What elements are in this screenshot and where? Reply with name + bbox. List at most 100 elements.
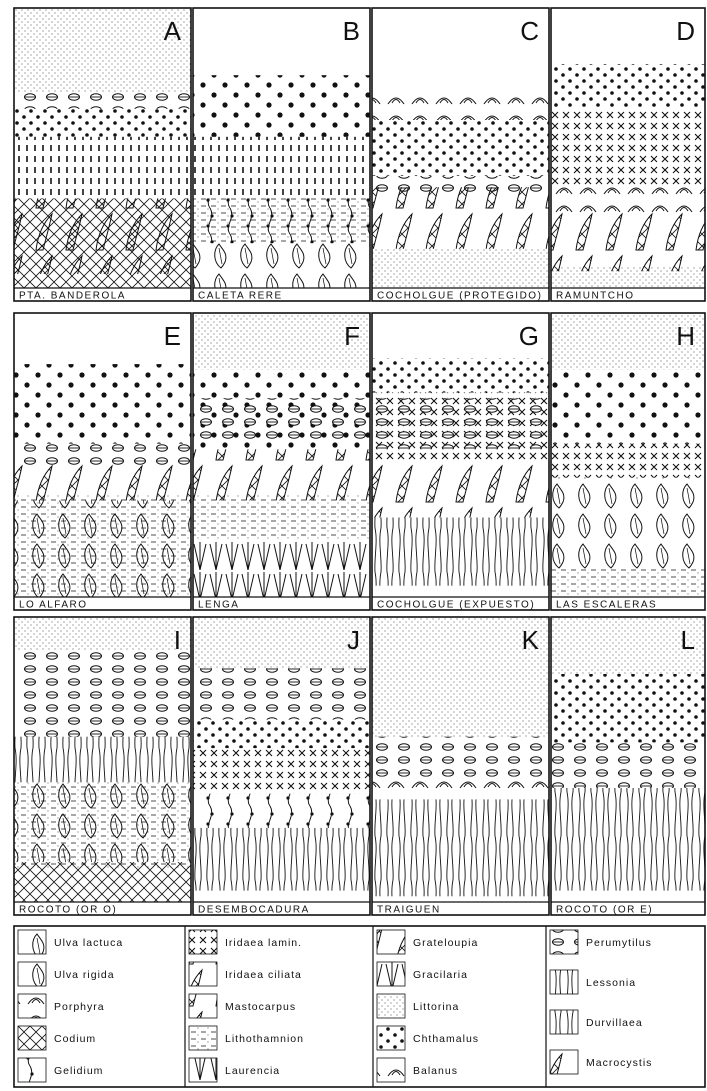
- legend-item: Gracilaria: [377, 962, 468, 986]
- legend-label: Perumytilus: [586, 937, 652, 949]
- perumytilus-icon: [550, 930, 578, 954]
- iridaea-ciliata-icon: [189, 962, 217, 986]
- littorina-icon: [377, 994, 405, 1018]
- legend-label: Ulva lactuca: [54, 937, 123, 949]
- zone-band: [372, 358, 549, 392]
- zone-band: [372, 120, 549, 176]
- legend-label: Mastocarpus: [225, 1001, 296, 1013]
- legend-label: Iridaea lamin.: [225, 937, 302, 949]
- legend-label: Gracilaria: [413, 969, 468, 981]
- panel-d: D RAMUNTCHO: [551, 8, 705, 302]
- zone-band: [14, 862, 191, 902]
- panel-k: K TRAIGUEN: [372, 617, 549, 916]
- zone-band: [14, 651, 191, 737]
- zone-band: [372, 187, 549, 249]
- zone-band: [14, 617, 191, 651]
- zone-band: [193, 495, 370, 540]
- panels-group: A PTA. BANDEROLA B CALETA RERE C COCHOLGUE (P…: [14, 8, 705, 916]
- zone-band: [14, 137, 191, 199]
- legend-item: Iridaea lamin.: [189, 930, 302, 954]
- site-label: DESEMBOCADURA: [198, 905, 310, 916]
- lessonia-icon: [550, 970, 578, 994]
- legend-item: Iridaea ciliata: [189, 962, 302, 986]
- panel-letter: D: [676, 16, 695, 46]
- panel-b: B CALETA RERE: [193, 8, 370, 302]
- panel-letter: H: [676, 321, 695, 351]
- panel-e: E LO ALFARO: [14, 313, 191, 611]
- codium-icon: [18, 1026, 46, 1050]
- panel-letter: I: [174, 625, 181, 655]
- zone-band: [14, 500, 191, 597]
- zone-band: [193, 828, 370, 891]
- legend-item: Ulva lactuca: [18, 930, 123, 954]
- legend-item: Littorina: [377, 994, 459, 1018]
- legend-label: Durvillaea: [586, 1017, 643, 1029]
- panel-letter: J: [347, 625, 360, 655]
- panel-l: LROCOTO (OR E): [551, 617, 705, 916]
- legend-label: Ulva rigida: [54, 969, 115, 981]
- durvillaea-icon: [550, 1010, 578, 1034]
- panel-letter: K: [522, 625, 540, 655]
- site-label: ROCOTO (OR O): [19, 905, 117, 916]
- legend-label: Balanus: [413, 1065, 458, 1077]
- panel-a: A PTA. BANDEROLA: [14, 8, 191, 302]
- zone-band: [551, 444, 705, 478]
- zone-band: [372, 461, 549, 518]
- site-label: ROCOTO (OR E): [556, 905, 653, 916]
- zone-band: [551, 370, 705, 444]
- zone-band: [193, 75, 370, 137]
- zone-band: [193, 137, 370, 199]
- panel-letter: G: [519, 321, 539, 351]
- legend-item: Lessonia: [550, 970, 636, 994]
- zone-band: [372, 92, 549, 120]
- site-label: RAMUNTCHO: [556, 291, 635, 302]
- site-label: COCHOLGUE (EXPUESTO): [377, 600, 535, 611]
- zone-band: [193, 794, 370, 828]
- porphyra-icon: [18, 994, 46, 1018]
- legend-item: Porphyra: [18, 994, 105, 1018]
- legend-label: Lithothamnion: [225, 1033, 304, 1045]
- panel-letter: E: [164, 321, 181, 351]
- iridaea-lamin-icon: [189, 930, 217, 954]
- zone-band: [372, 799, 549, 896]
- zone-band: [193, 540, 370, 597]
- zone-band: [372, 518, 549, 586]
- mastocarpus-icon: [189, 994, 217, 1018]
- legend-label: Laurencia: [225, 1065, 280, 1077]
- laurencia-icon: [189, 1058, 217, 1082]
- legend-item: Ulva rigida: [18, 962, 115, 986]
- lithothamnion-icon: [189, 1026, 217, 1050]
- zone-band: [193, 748, 370, 794]
- site-label: COCHOLGUE (PROTEGIDO): [377, 291, 542, 302]
- ulva-rigida-icon: [18, 962, 46, 986]
- chthamalus-icon: [377, 1026, 405, 1050]
- zone-band: [551, 210, 705, 272]
- legend-item: Macrocystis: [550, 1050, 652, 1074]
- legend-label: Lessonia: [586, 977, 636, 989]
- panel-letter: A: [164, 16, 182, 46]
- legend-label: Codium: [54, 1033, 96, 1045]
- legend-label: Gelidium: [54, 1065, 103, 1077]
- zone-band: [14, 109, 191, 137]
- legend-label: Chthamalus: [413, 1033, 479, 1045]
- zone-band: [14, 92, 191, 109]
- site-label: TRAIGUEN: [377, 905, 441, 916]
- zone-band: [193, 198, 370, 243]
- site-label: LENGA: [198, 600, 239, 611]
- legend-item: Perumytilus: [550, 930, 652, 954]
- zone-band: [14, 782, 191, 862]
- zone-band: [193, 449, 370, 500]
- site-label: LO ALFARO: [19, 600, 88, 611]
- legend-item: Grateloupia: [377, 930, 478, 954]
- zone-band: [193, 617, 370, 668]
- zone-band: [551, 478, 705, 569]
- legend-label: Porphyra: [54, 1001, 105, 1013]
- site-label: CALETA RERE: [198, 291, 283, 302]
- panel-letter: C: [520, 16, 539, 46]
- zone-band: [551, 674, 705, 742]
- site-label: PTA. BANDEROLA: [19, 291, 126, 302]
- panel-letter: B: [343, 16, 360, 46]
- zone-band: [551, 788, 705, 891]
